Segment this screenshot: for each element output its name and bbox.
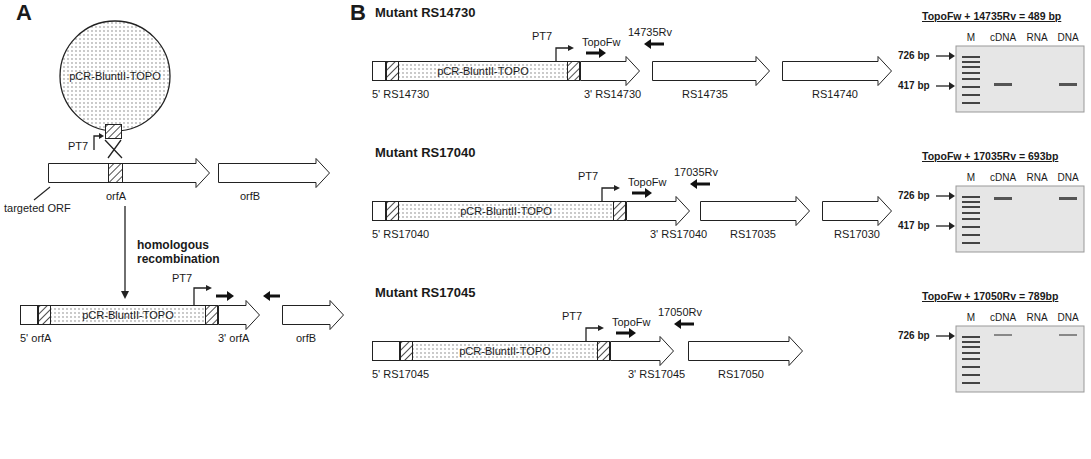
arrowhead: [121, 291, 129, 299]
promoter-label: PT7: [172, 272, 192, 285]
gene-arrow: RS14735: [652, 56, 770, 102]
node-label: RS14735: [682, 88, 728, 101]
gel-title: TopoFw + 17035Rv = 693bp: [922, 150, 1058, 162]
mutant-title: Mutant RS17040: [375, 146, 475, 161]
lane-label: RNA: [1026, 312, 1047, 324]
annotation: targeted ORF: [4, 202, 71, 215]
node-label: 3' RS17040: [650, 228, 707, 241]
edge-label: homologous recombination: [137, 239, 249, 267]
insert-box: pCR-BluntII-TOPO: [38, 300, 218, 330]
node-label: orfB: [240, 190, 260, 203]
promoter-arrow: [94, 48, 614, 341]
mutant-title: Mutant RS17045: [375, 286, 475, 301]
promoter-label: PT7: [68, 140, 88, 153]
insert-box: pCR-BluntII-TOPO: [400, 336, 610, 366]
lane-label: RNA: [1026, 172, 1047, 184]
node-label: pCR-BluntII-TOPO: [437, 65, 529, 78]
gene-arrow: orfB: [218, 158, 330, 204]
gene-arrow: 3' RS17045: [610, 336, 687, 382]
size-marker: 726 bp: [898, 50, 930, 62]
mutant-title: Mutant RS14730: [375, 6, 475, 21]
insert-box: pCR-BluntII-TOPO: [386, 196, 626, 226]
node-label: 5' orfA: [20, 332, 51, 345]
node-label: RS17035: [730, 228, 776, 241]
promoter-arrowhead: [99, 45, 620, 331]
connector: [121, 206, 129, 299]
gene-arrow-outline: [48, 158, 210, 204]
connector: [105, 140, 122, 158]
gene-arrow: orfA: [48, 158, 210, 204]
connector-line: [124, 206, 125, 293]
plasmid-circle: pCR-BluntII-TOPO: [55, 14, 175, 140]
leader-line: [34, 187, 50, 200]
gene-arrow: 3' orfA: [218, 300, 260, 346]
node-label: orfA: [106, 190, 126, 203]
node-label: pCR-BluntII-TOPO: [460, 205, 552, 218]
promoter-label: PT7: [532, 30, 552, 43]
gene-arrow: RS17050: [688, 336, 803, 382]
node-label: RS14740: [812, 88, 858, 101]
node-label: 3' RS17045: [628, 368, 685, 381]
primer-label: TopoFw: [628, 176, 667, 189]
node-label: pCR-BluntII-TOPO: [82, 309, 174, 322]
lane-label: M: [967, 32, 975, 44]
gene-arrow: RS14740: [782, 56, 892, 102]
size-marker: 726 bp: [898, 330, 930, 342]
node-label: pCR-BluntII-TOPO: [69, 70, 161, 83]
primer-label: 17035Rv: [674, 166, 718, 179]
node-label: RS17030: [834, 228, 880, 241]
primer-arrowhead: [227, 39, 697, 338]
node-label: 3' RS14730: [584, 88, 641, 101]
gene-arrow-outline: [218, 158, 330, 204]
lane-label: cDNA: [990, 172, 1016, 184]
node-label: RS17050: [718, 368, 764, 381]
primer-label: 14735Rv: [628, 26, 672, 39]
node-label: orfB: [296, 332, 316, 345]
lane-label: cDNA: [990, 312, 1016, 324]
gene-arrow: RS17030: [822, 196, 892, 242]
connector-line: [105, 140, 122, 158]
size-marker: 417 bp: [898, 80, 930, 92]
gel-image: [956, 46, 1084, 392]
node-label: pCR-BluntII-TOPO: [459, 345, 551, 358]
promoter-label: PT7: [562, 310, 582, 323]
gel-title: TopoFw + 14735Rv = 489 bp: [922, 10, 1061, 22]
primer-arrow: [216, 44, 710, 333]
primer-label: 17050Rv: [658, 306, 702, 319]
lane-label: M: [967, 312, 975, 324]
lane-label: M: [967, 172, 975, 184]
gene-arrow: RS17035: [700, 196, 810, 242]
insert-box: pCR-BluntII-TOPO: [386, 56, 580, 86]
size-marker: 726 bp: [898, 190, 930, 202]
lane-label: RNA: [1026, 32, 1047, 44]
node-label: 5' RS14730: [372, 88, 429, 101]
node-label: 5' RS17040: [372, 228, 429, 241]
gene-arrow: orfB: [282, 300, 344, 346]
lane-label: DNA: [1057, 32, 1078, 44]
primer-label: TopoFw: [582, 36, 621, 49]
promoter-label: PT7: [578, 170, 598, 183]
gel-title: TopoFw + 17050Rv = 789bp: [922, 290, 1058, 302]
lane-label: DNA: [1057, 172, 1078, 184]
lane-label: DNA: [1057, 312, 1078, 324]
node-label: 5' RS17045: [372, 368, 429, 381]
panel-letter: B: [350, 0, 366, 25]
gene-arrow: 3' RS17040: [626, 196, 709, 242]
panel-letter: A: [16, 0, 32, 25]
primer-label: TopoFw: [612, 316, 651, 329]
gene-arrow: 3' RS14730: [580, 56, 643, 102]
lane-label: cDNA: [990, 32, 1016, 44]
node-label: 3' orfA: [218, 332, 249, 345]
size-marker: 417 bp: [898, 220, 930, 232]
